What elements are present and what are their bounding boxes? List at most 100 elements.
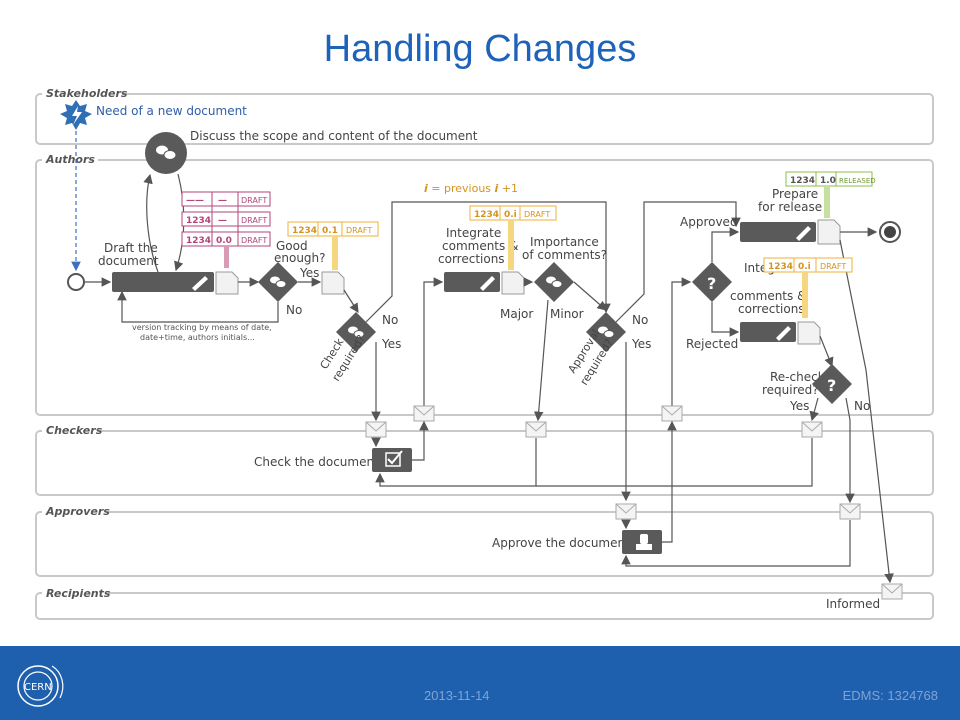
prepare-label-2: for release (758, 200, 822, 214)
version-tracking-note-1: version tracking by means of date, (132, 323, 272, 332)
draft-tag-num-2: 1234 (186, 216, 211, 226)
recheck-gateway: ? (812, 364, 852, 404)
good-no-label: No (286, 303, 302, 317)
importance-label-1: Importance (530, 235, 599, 249)
lane-label-authors: Authors (45, 153, 95, 166)
integrate-document-icon (501, 271, 525, 295)
integrate-lower-task (740, 322, 796, 342)
recheck-label-1: Re-check (770, 370, 825, 384)
need-document-label: Need of a new document (96, 104, 247, 118)
start-event (67, 273, 85, 291)
importance-label-2: of comments? (522, 248, 607, 262)
version-tracking-note-2: date+time, authors initials... (140, 333, 255, 342)
envelope-icon (365, 421, 387, 438)
recheck-yes-label: Yes (789, 399, 809, 413)
approve-document-label: Approve the document (492, 536, 630, 550)
cern-logo-text: CERN (24, 682, 52, 693)
envelope-icon (801, 421, 823, 438)
integrate-label-3: corrections (438, 252, 505, 266)
recheck-no-label: No (854, 399, 870, 413)
tag-ver-released: 1.0 (820, 176, 836, 186)
draft-tag-status-2: DRAFT (241, 216, 267, 225)
envelope-icon (413, 405, 435, 422)
prepare-label-1: Prepare (772, 187, 818, 201)
cern-logo: CERN (8, 652, 70, 719)
iteration-formula: i = previous i +1 (424, 182, 518, 195)
approved-label: Approved (680, 215, 738, 229)
draft-label-2: document (98, 254, 159, 268)
draft-tag-status-1: DRAFT (241, 196, 267, 205)
good-enough-label-2: enough? (274, 251, 326, 265)
slide-title: Handling Changes (323, 28, 637, 70)
recheck-label-2: required? (762, 383, 819, 397)
lane-checkers: Checkers (35, 423, 934, 496)
process-diagram: Stakeholders Authors Checkers Approvers … (35, 86, 934, 620)
released-document-icon (817, 219, 841, 245)
slide-footer: CERN 2013-11-14 EDMS: 1324768 (0, 646, 960, 720)
document-0-1-icon (321, 271, 345, 295)
prepare-release-task (740, 222, 816, 242)
lane-label-approvers: Approvers (45, 505, 110, 518)
question-icon: ? (707, 274, 716, 293)
approval-yes-label: Yes (631, 337, 651, 351)
draft-tag-ver-3: 0.0 (216, 236, 232, 246)
check-no-label: No (382, 313, 398, 327)
draft-tag-ver-dash-2: — (218, 216, 227, 226)
lane-label-recipients: Recipients (46, 587, 111, 600)
draft-task (112, 272, 214, 292)
tag-status-0i-b: DRAFT (820, 262, 846, 271)
tag-status-01: DRAFT (346, 226, 372, 235)
major-label: Major (500, 307, 533, 321)
lane-label-stakeholders: Stakeholders (46, 87, 128, 100)
tag-ver-0i-a: 0.i (504, 210, 517, 220)
tag-ver-01: 0.1 (322, 226, 338, 236)
draft-tag-num-dash: —— (186, 196, 204, 206)
integrate-lower-label-3: corrections (738, 302, 805, 316)
envelope-icon (525, 421, 547, 438)
lane-stakeholders: Stakeholders (35, 86, 934, 145)
draft-tag-0-i-lower: 1234 0.i DRAFT (763, 257, 853, 318)
check-yes-label: Yes (381, 337, 401, 351)
discuss-label: Discuss the scope and content of the doc… (190, 129, 478, 143)
draft-tag-status-3: DRAFT (241, 236, 267, 245)
envelope-icon (881, 583, 903, 600)
tag-num-01: 1234 (292, 226, 317, 236)
envelope-icon (615, 503, 637, 520)
envelope-icon (661, 405, 683, 422)
draft-tag-ver-dash: — (218, 196, 227, 206)
approved-rejected-gateway: ? (692, 262, 732, 302)
tag-num-0i-a: 1234 (474, 210, 499, 220)
draft-tag-0-1: 1234 0.1 DRAFT (287, 221, 379, 270)
question-icon-2: ? (827, 376, 836, 395)
draft-label-1: Draft the (104, 241, 158, 255)
envelope-icon (839, 503, 861, 520)
check-task (372, 448, 412, 472)
footer-edms-number: EDMS: 1324768 (842, 688, 938, 703)
draft-document-icon (215, 271, 239, 295)
lane-approvers: Approvers (35, 504, 934, 577)
lane-label-checkers: Checkers (46, 424, 103, 437)
minor-label: Minor (550, 307, 584, 321)
discuss-meeting-node (145, 132, 187, 174)
integrate-lower-document-icon (797, 321, 821, 345)
draft-tag-0-i-integrate: 1234 0.i DRAFT (469, 205, 557, 270)
footer-date: 2013-11-14 (424, 688, 490, 703)
tag-num-0i-b: 1234 (768, 262, 793, 272)
trigger-burst-icon (60, 100, 92, 130)
good-yes-label: Yes (299, 266, 319, 280)
good-enough-label-1: Good (276, 239, 308, 253)
integrate-task (444, 272, 500, 292)
tag-status-released: RELEASED (839, 177, 876, 185)
tag-ver-0i-b: 0.i (798, 262, 811, 272)
lane-authors: Authors (35, 152, 934, 416)
integrate-label-2: comments & (442, 239, 518, 253)
rejected-label: Rejected (686, 337, 738, 351)
tag-status-0i-a: DRAFT (524, 210, 550, 219)
importance-gateway (534, 262, 574, 302)
approve-task (622, 530, 662, 554)
integrate-label-1: Integrate (446, 226, 501, 240)
released-tag: 1234 1.0 RELEASED (785, 171, 876, 218)
good-enough-gateway (258, 262, 298, 302)
draft-tag-stack: —— — DRAFT 1234 — DRAFT 1234 0.0 DRAFT (181, 191, 271, 268)
draft-tag-num-3: 1234 (186, 236, 211, 246)
